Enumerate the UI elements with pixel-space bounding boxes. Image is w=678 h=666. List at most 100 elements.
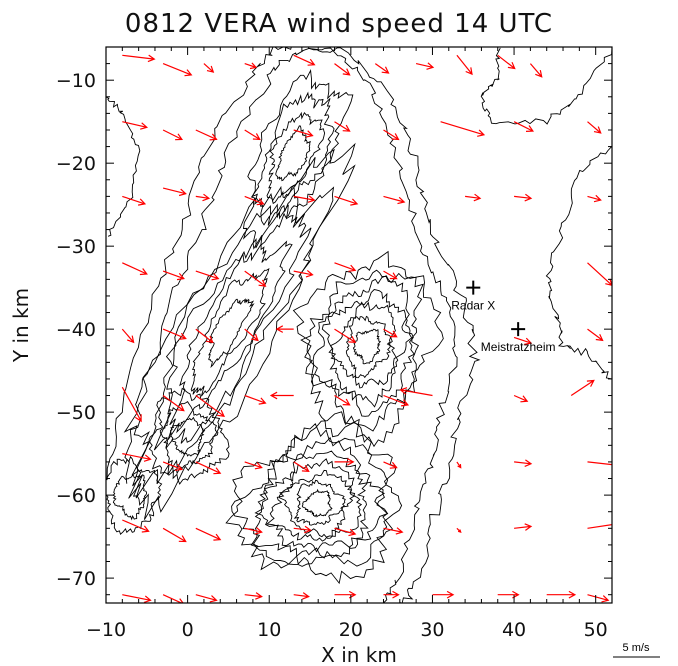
contour-line: [321, 289, 413, 408]
wind-vector: [244, 328, 259, 342]
contour-line: [106, 47, 458, 603]
wind-vector: [529, 63, 543, 78]
wind-vector: [513, 394, 529, 403]
wind-vector: [195, 395, 226, 417]
wind-vector: [374, 63, 390, 74]
contour-line: [480, 47, 612, 125]
contour-line: [301, 488, 333, 518]
x-tick-label: −10: [86, 619, 126, 641]
contour-line: [328, 301, 399, 389]
wind-vector: [456, 54, 473, 76]
site-marker-cross: [511, 322, 526, 337]
wind-vector: [244, 527, 263, 535]
wind-vector: [587, 121, 602, 134]
y-tick-label: −60: [56, 485, 96, 507]
wind-vector: [587, 594, 610, 603]
contour-line: [250, 436, 389, 559]
y-axis: −10−20−30−40−50−60−70: [56, 63, 612, 596]
wind-vector: [334, 195, 359, 206]
wind-vector: [293, 54, 316, 66]
contour-line: [167, 240, 293, 440]
contour-line: [345, 315, 392, 379]
x-tick-label: 0: [182, 619, 194, 641]
wind-vector: [293, 592, 310, 600]
contour-line: [124, 47, 481, 603]
wind-vector: [440, 121, 486, 137]
contour-line: [208, 298, 255, 369]
y-tick-label: −30: [56, 236, 96, 258]
wind-vector: [244, 129, 261, 141]
wind-vector: [514, 459, 533, 467]
wind-vector: [122, 54, 156, 63]
terrain-contours: [106, 47, 612, 603]
vector-scale-label: 5 m/s: [623, 642, 650, 654]
wind-vector: [334, 262, 357, 272]
wind-vector: [383, 328, 398, 338]
wind-vector: [334, 590, 357, 599]
wind-vector: [195, 328, 214, 344]
wind-vector: [456, 527, 462, 534]
y-axis-label: Y in km: [9, 288, 33, 363]
site-label: Radar X: [451, 299, 495, 313]
wind-vector: [122, 594, 152, 603]
wind-vector: [383, 195, 406, 205]
contour-line: [231, 423, 394, 567]
wind-vector: [587, 194, 602, 203]
contour-line: [148, 387, 230, 485]
contour-line: [128, 186, 335, 499]
contour-line: [275, 125, 311, 182]
wind-vector: [497, 54, 516, 70]
x-tick-label: 10: [257, 619, 281, 641]
x-tick-label: 40: [502, 619, 526, 641]
wind-vector: [195, 527, 222, 541]
wind-vector: [162, 129, 184, 141]
wind-vector: [334, 458, 355, 466]
wind-vector: [513, 121, 535, 132]
wind-vector: [383, 461, 398, 469]
wind-vector: [162, 328, 187, 340]
wind-vector: [162, 187, 187, 197]
wind-vector: [195, 270, 220, 281]
contour-line: [254, 450, 371, 553]
site-label: Meistratzheim: [481, 340, 556, 354]
wind-vector: [275, 325, 294, 333]
wind-vector: [293, 461, 310, 472]
y-tick-label: −10: [56, 70, 96, 92]
wind-vector: [293, 195, 316, 203]
x-axis-label: X in km: [321, 643, 397, 666]
wind-vector: [334, 121, 351, 132]
contour-line: [170, 416, 206, 457]
wind-vector: [587, 461, 612, 466]
wind-vector: [122, 121, 149, 130]
wind-vector: [514, 523, 533, 531]
wind-vector: [244, 461, 263, 470]
wind-vector: [334, 63, 351, 76]
wind-vector: [383, 129, 400, 141]
wind-vector: [497, 590, 520, 599]
wind-vector: [546, 590, 577, 599]
wind-vector: [456, 461, 462, 469]
wind-vector: [121, 328, 135, 344]
wind-vector: [334, 328, 357, 343]
contour-line: [106, 96, 141, 237]
wind-vector: [162, 461, 184, 471]
contour-line: [225, 411, 403, 585]
contour-line: [266, 111, 326, 205]
contour-line: [312, 275, 415, 417]
wind-vector: [399, 387, 433, 397]
contour-line: [293, 479, 346, 526]
wind-vector: [121, 386, 142, 423]
contour-line: [190, 267, 270, 397]
wind-vector: [432, 590, 455, 599]
wind-vector: [514, 193, 533, 202]
plot-frame: [105, 46, 613, 604]
contour-line: [353, 328, 382, 365]
y-tick-label: −20: [56, 153, 96, 175]
y-tick-label: −40: [56, 319, 96, 341]
contour-line: [300, 269, 424, 432]
wind-vector: [244, 195, 265, 206]
wind-vector: [203, 63, 215, 73]
contour-line: [123, 142, 356, 520]
contour-line: [292, 250, 444, 448]
wind-vector: [162, 395, 185, 412]
